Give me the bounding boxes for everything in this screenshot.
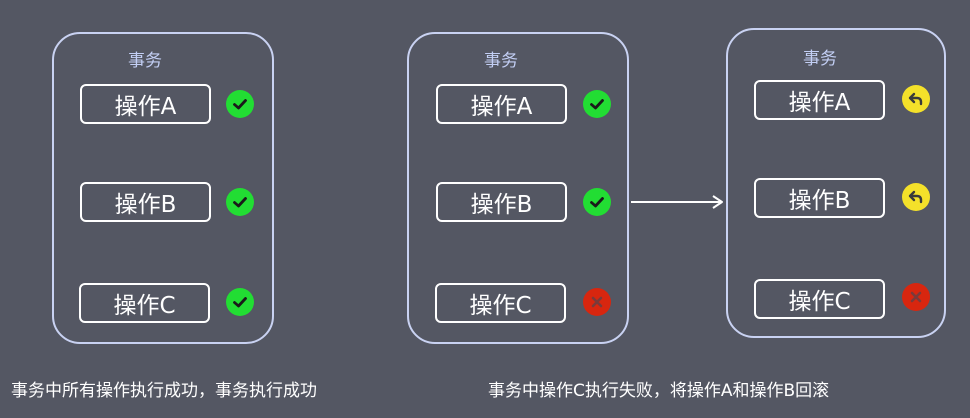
undo-icon xyxy=(902,183,930,211)
operation-c-box: 操作C xyxy=(79,283,210,323)
operation-a-box: 操作A xyxy=(80,84,211,124)
transaction-panel-rollback: 事务 操作A 操作B 操作C xyxy=(726,28,946,338)
caption-success: 事务中所有操作执行成功，事务执行成功 xyxy=(11,381,317,401)
operation-c-box: 操作C xyxy=(435,283,566,323)
panel-title: 事务 xyxy=(484,51,518,71)
check-icon xyxy=(583,90,611,118)
panel-title: 事务 xyxy=(803,49,837,69)
caption-rollback: 事务中操作C执行失败，将操作A和操作B回滚 xyxy=(488,381,830,401)
arrow-right-icon xyxy=(631,195,723,209)
check-icon xyxy=(583,188,611,216)
transaction-panel-success: 事务 操作A 操作B 操作C xyxy=(52,32,274,344)
transaction-panel-failed: 事务 操作A 操作B 操作C xyxy=(407,32,629,344)
check-icon xyxy=(226,288,254,316)
operation-b-box: 操作B xyxy=(436,182,567,222)
check-icon xyxy=(226,90,254,118)
cross-icon xyxy=(902,283,930,311)
undo-icon xyxy=(902,85,930,113)
operation-c-box: 操作C xyxy=(754,279,885,319)
operation-b-box: 操作B xyxy=(80,182,211,222)
operation-a-box: 操作A xyxy=(436,84,567,124)
panel-title: 事务 xyxy=(128,51,162,71)
check-icon xyxy=(226,188,254,216)
operation-a-box: 操作A xyxy=(754,80,885,120)
operation-b-box: 操作B xyxy=(754,178,885,218)
cross-icon xyxy=(583,288,611,316)
